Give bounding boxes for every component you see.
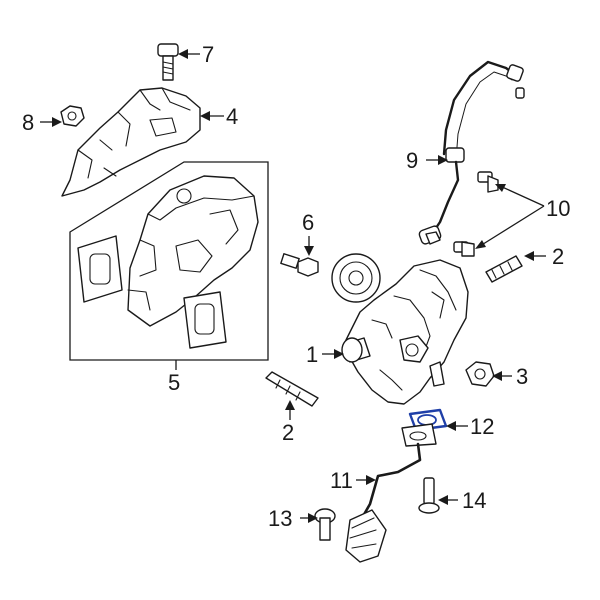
callout-leader-8 <box>40 117 62 127</box>
callout-number-5: 5 <box>168 370 180 395</box>
callout-number-10: 10 <box>546 196 570 221</box>
part-10-bolt-lower[interactable] <box>453 241 475 257</box>
callout-leader-9 <box>426 155 448 165</box>
callout-number-3: 3 <box>516 364 528 389</box>
part-5-gasket-right[interactable] <box>183 291 227 349</box>
part-10-bolt-upper[interactable] <box>477 171 499 193</box>
callout-number-4: 4 <box>226 104 238 129</box>
part-13-bolt[interactable] <box>314 508 336 541</box>
part-5-gasket-left[interactable] <box>77 235 123 303</box>
part-3-nut[interactable] <box>465 361 495 387</box>
callout-number-7: 7 <box>202 42 214 67</box>
part-9-oil-feed-line[interactable] <box>418 60 525 245</box>
callout-number-2-left: 2 <box>282 420 294 445</box>
callout-number-2-right: 2 <box>552 244 564 269</box>
part-5-group-frame <box>69 161 269 361</box>
part-2-stud-right[interactable] <box>485 255 523 283</box>
callout-leader-1 <box>322 349 344 359</box>
callout-number-11: 11 <box>330 468 353 493</box>
callout-leader-14 <box>438 495 458 505</box>
part-8-nut[interactable] <box>60 105 85 127</box>
part-11-oil-return-tube[interactable] <box>345 423 437 563</box>
part-14-stud[interactable] <box>418 477 440 514</box>
part-4-heat-shield[interactable] <box>61 87 201 197</box>
callout-leader-10 <box>475 184 545 249</box>
callout-leader-4 <box>200 111 224 121</box>
callout-leader-13 <box>300 513 318 523</box>
callout-number-9: 9 <box>406 148 418 173</box>
callout-number-12: 12 <box>470 414 494 439</box>
callout-leader-3 <box>492 371 512 381</box>
callout-number-1: 1 <box>306 342 318 367</box>
callout-number-6: 6 <box>302 210 314 235</box>
part-7-bolt[interactable] <box>157 43 179 81</box>
callout-number-14: 14 <box>462 488 486 513</box>
part-2-stud-left[interactable] <box>265 371 319 407</box>
callout-leader-7 <box>178 49 200 59</box>
callout-leader-11 <box>356 475 376 485</box>
part-6-stud[interactable] <box>280 253 319 277</box>
callout-leader-2-left <box>285 400 295 420</box>
callout-number-8: 8 <box>22 110 34 135</box>
part-1-turbocharger[interactable] <box>331 253 469 405</box>
callout-leader-2-right <box>524 251 546 261</box>
callout-leader-12 <box>446 421 468 431</box>
callout-leader-6 <box>304 236 314 256</box>
callout-number-13: 13 <box>268 506 292 531</box>
